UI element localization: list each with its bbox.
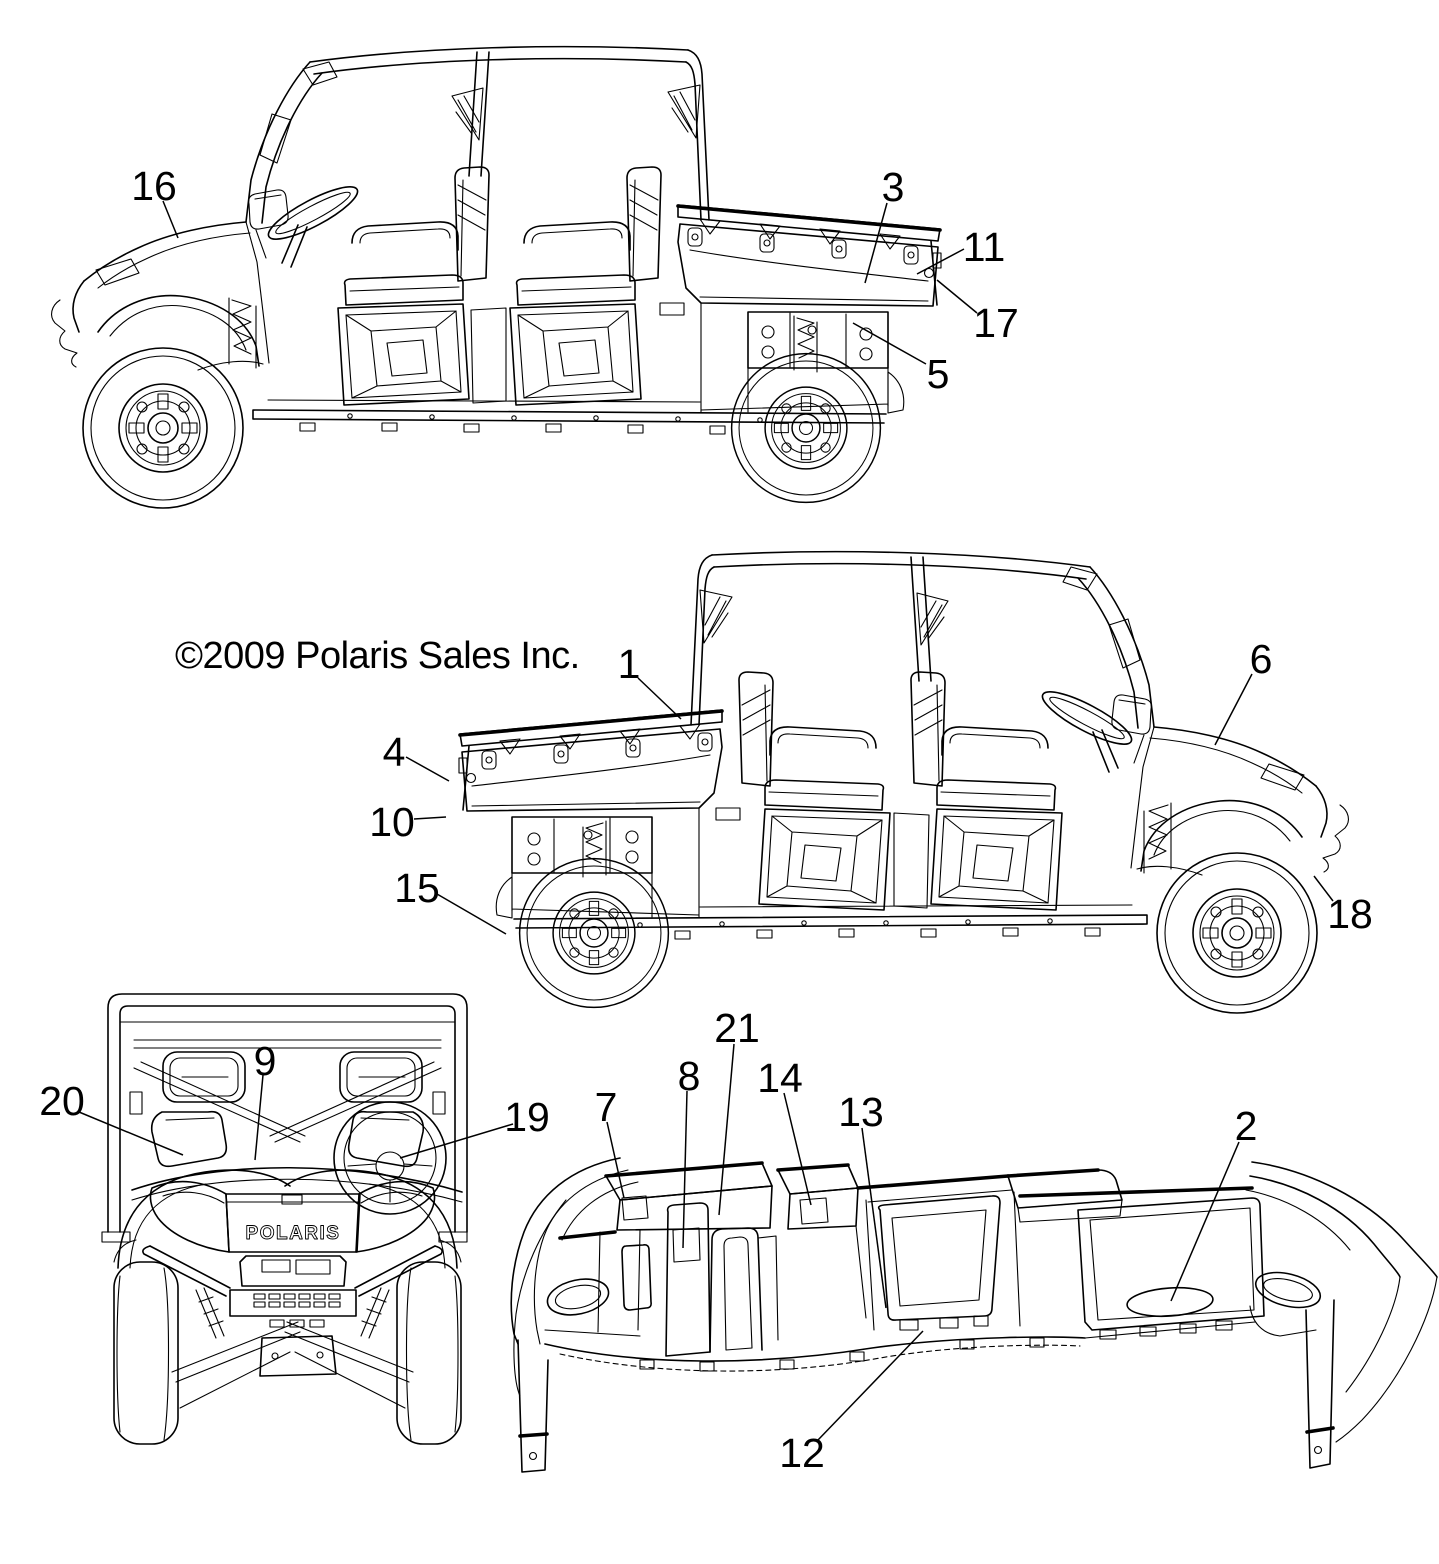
callout-leader-2 xyxy=(1170,1141,1240,1302)
callout-number-2: 2 xyxy=(1235,1103,1258,1149)
callout-number-7: 7 xyxy=(595,1084,618,1130)
callout-leader-14 xyxy=(783,1092,812,1206)
callout-leader-4 xyxy=(405,756,450,782)
side-view-right xyxy=(459,552,1348,1013)
callout-number-13: 13 xyxy=(838,1089,884,1135)
callout-number-10: 10 xyxy=(369,799,415,845)
callout-number-21: 21 xyxy=(714,1005,760,1051)
callout-number-15: 15 xyxy=(394,865,440,911)
copyright-text: ©2009 Polaris Sales Inc. xyxy=(175,635,580,677)
callout-number-9: 9 xyxy=(254,1038,277,1084)
callout-leader-15 xyxy=(436,893,507,935)
callout-leader-3 xyxy=(864,202,888,284)
callout-number-14: 14 xyxy=(757,1055,803,1101)
callout-number-1: 1 xyxy=(618,641,641,687)
callout-number-19: 19 xyxy=(504,1094,550,1140)
polaris-logo: POLARIS xyxy=(246,1223,341,1244)
callout-leader-6 xyxy=(1214,673,1253,746)
callout-leader-9 xyxy=(254,1074,264,1161)
callout-number-4: 4 xyxy=(383,729,406,775)
callout-leader-7 xyxy=(606,1121,625,1199)
callout-number-20: 20 xyxy=(39,1078,85,1124)
callout-leader-12 xyxy=(817,1330,924,1441)
body-assembly-view xyxy=(510,1157,1438,1473)
callout-leader-5 xyxy=(852,322,927,365)
callout-number-18: 18 xyxy=(1327,891,1373,937)
callout-number-16: 16 xyxy=(131,163,177,209)
side-view-left xyxy=(52,47,941,508)
callout-leader-10 xyxy=(413,816,447,820)
callout-leader-8 xyxy=(682,1090,688,1249)
callout-number-3: 3 xyxy=(882,164,905,210)
callout-leader-21 xyxy=(718,1043,735,1216)
callout-leader-1 xyxy=(637,677,682,720)
callout-leader-18 xyxy=(1313,875,1334,902)
callout-leader-16 xyxy=(162,200,179,239)
callout-number-5: 5 xyxy=(927,351,950,397)
front-view: POLARIS xyxy=(101,993,468,1445)
callout-number-17: 17 xyxy=(973,300,1019,346)
callout-leader-17 xyxy=(936,279,978,314)
callout-number-6: 6 xyxy=(1250,636,1273,682)
callout-leader-13 xyxy=(861,1127,887,1309)
callout-leader-19 xyxy=(399,1123,514,1159)
callout-number-8: 8 xyxy=(678,1053,701,1099)
callout-number-11: 11 xyxy=(963,224,1006,270)
callout-number-12: 12 xyxy=(779,1430,825,1476)
callout-leader-11 xyxy=(916,248,965,275)
callout-leader-20 xyxy=(78,1111,184,1156)
